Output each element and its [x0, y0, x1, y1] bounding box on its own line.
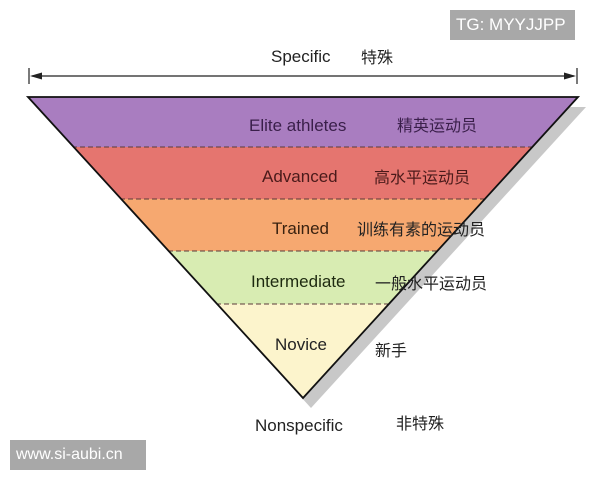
level-label-zh-trained: 训练有素的运动员: [357, 220, 485, 239]
level-label-zh-elite: 精英运动员: [397, 116, 477, 135]
specificity-arrow: [28, 68, 578, 84]
levels-bands: [28, 97, 578, 398]
triangle-outline: [25, 96, 581, 400]
top-label-zh: 特殊: [361, 48, 393, 67]
band-advanced: [28, 147, 578, 199]
top-label-en: Specific: [271, 47, 331, 66]
level-label-zh-intermediate: 一般水平运动员: [375, 274, 487, 293]
bottom-label-en: Nonspecific: [255, 416, 343, 435]
level-label-en-advanced: Advanced: [262, 167, 338, 186]
band-elite: [28, 97, 578, 147]
bottom-label-zh: 非特殊: [396, 414, 444, 433]
level-label-zh-advanced: 高水平运动员: [374, 168, 470, 187]
watermark-top-right: TG: MYYJJPP: [450, 10, 575, 40]
level-label-en-trained: Trained: [272, 219, 329, 238]
level-label-en-intermediate: Intermediate: [251, 272, 346, 291]
band-novice: [28, 304, 578, 398]
level-label-en-elite: Elite athletes: [249, 116, 346, 135]
level-label-en-novice: Novice: [275, 335, 327, 354]
watermark-bottom-left: www.si-aubi.cn: [10, 440, 146, 470]
level-label-zh-novice: 新手: [375, 341, 407, 360]
